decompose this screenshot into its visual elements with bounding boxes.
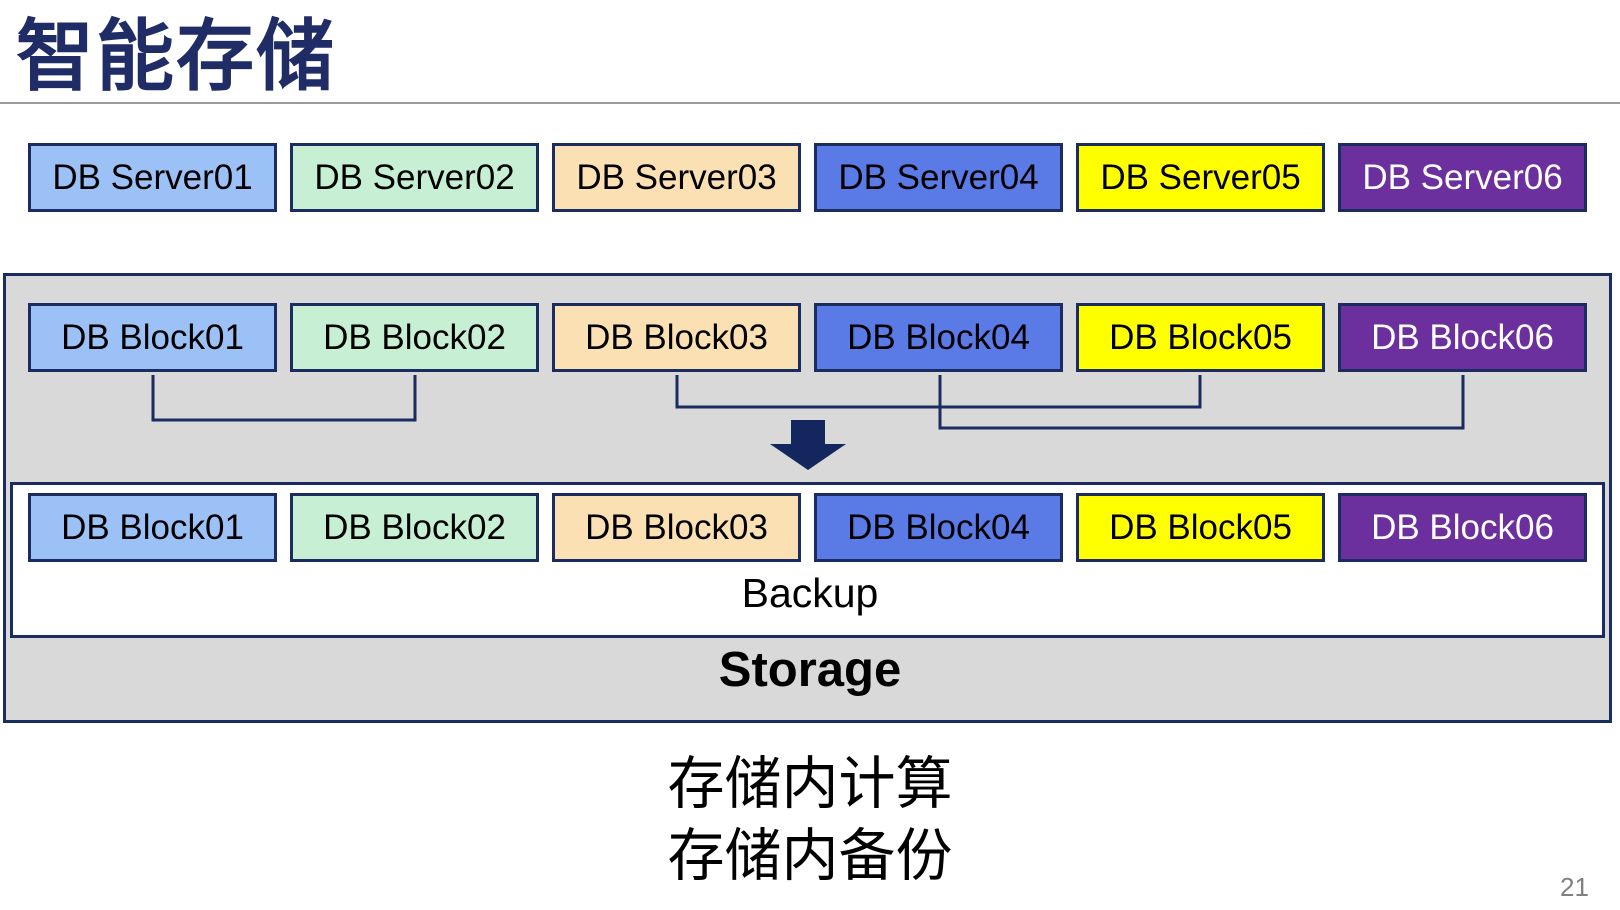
storage-label: Storage: [718, 643, 902, 697]
block-box: DB Block04: [814, 303, 1063, 372]
caption-line-1: 存储内计算: [667, 752, 953, 816]
server-box: DB Server05: [1076, 143, 1325, 212]
block-box: DB Block02: [290, 493, 539, 562]
block-box: DB Block01: [28, 493, 277, 562]
block-box: DB Block06: [1338, 493, 1587, 562]
page-title: 智能存储: [16, 12, 337, 100]
block-box: DB Block06: [1338, 303, 1587, 372]
caption-text: 存储内计算 存储内备份: [0, 748, 1620, 892]
block-box: DB Block03: [552, 303, 801, 372]
caption-line-2: 存储内备份: [667, 824, 953, 888]
block-box: DB Block03: [552, 493, 801, 562]
block-box: DB Block02: [290, 303, 539, 372]
server-box: DB Server06: [1338, 143, 1587, 212]
server-box: DB Server02: [290, 143, 539, 212]
backup-label: Backup: [741, 570, 879, 616]
server-box: DB Server03: [552, 143, 801, 212]
block-box: DB Block05: [1076, 303, 1325, 372]
block-box: DB Block05: [1076, 493, 1325, 562]
block-box: DB Block04: [814, 493, 1063, 562]
page-number: 21: [1560, 872, 1589, 902]
server-box: DB Server04: [814, 143, 1063, 212]
block-box: DB Block01: [28, 303, 277, 372]
server-box: DB Server01: [28, 143, 277, 212]
title-divider: [0, 102, 1620, 104]
